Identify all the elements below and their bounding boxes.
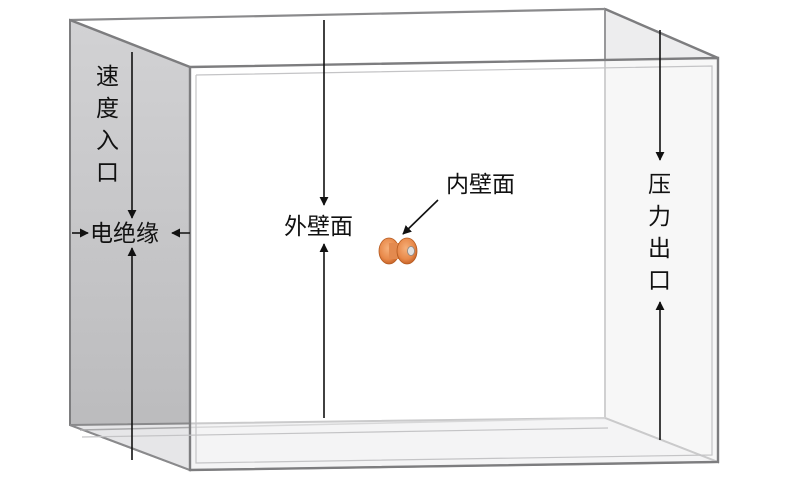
label-pressure-outlet-3: 出 (648, 236, 671, 262)
label-pressure-outlet-4: 口 (648, 268, 671, 294)
glass-inner-line (195, 65, 713, 464)
label-inner-wall: 内壁面 (446, 172, 515, 198)
front-face (188, 56, 720, 472)
label-velocity-inlet-3: 入 (96, 128, 119, 154)
top-edge-left (69, 18, 191, 69)
back-edge-top (69, 7, 606, 22)
inner-object (378, 237, 418, 265)
label-electrical-insulation: 电绝缘 (90, 221, 159, 247)
label-pressure-outlet-2: 力 (648, 204, 671, 230)
label-pressure-outlet-1: 压 (648, 172, 671, 198)
domain-box (69, 7, 720, 472)
label-velocity-inlet-4: 口 (96, 160, 119, 186)
label-outer-wall: 外壁面 (284, 214, 353, 240)
inner-wall-arrow (402, 199, 439, 235)
top-edge-right (604, 7, 719, 60)
label-velocity-inlet-2: 度 (96, 96, 119, 122)
floor-inner-line (81, 427, 609, 438)
label-velocity-inlet-1: 速 (96, 64, 119, 90)
